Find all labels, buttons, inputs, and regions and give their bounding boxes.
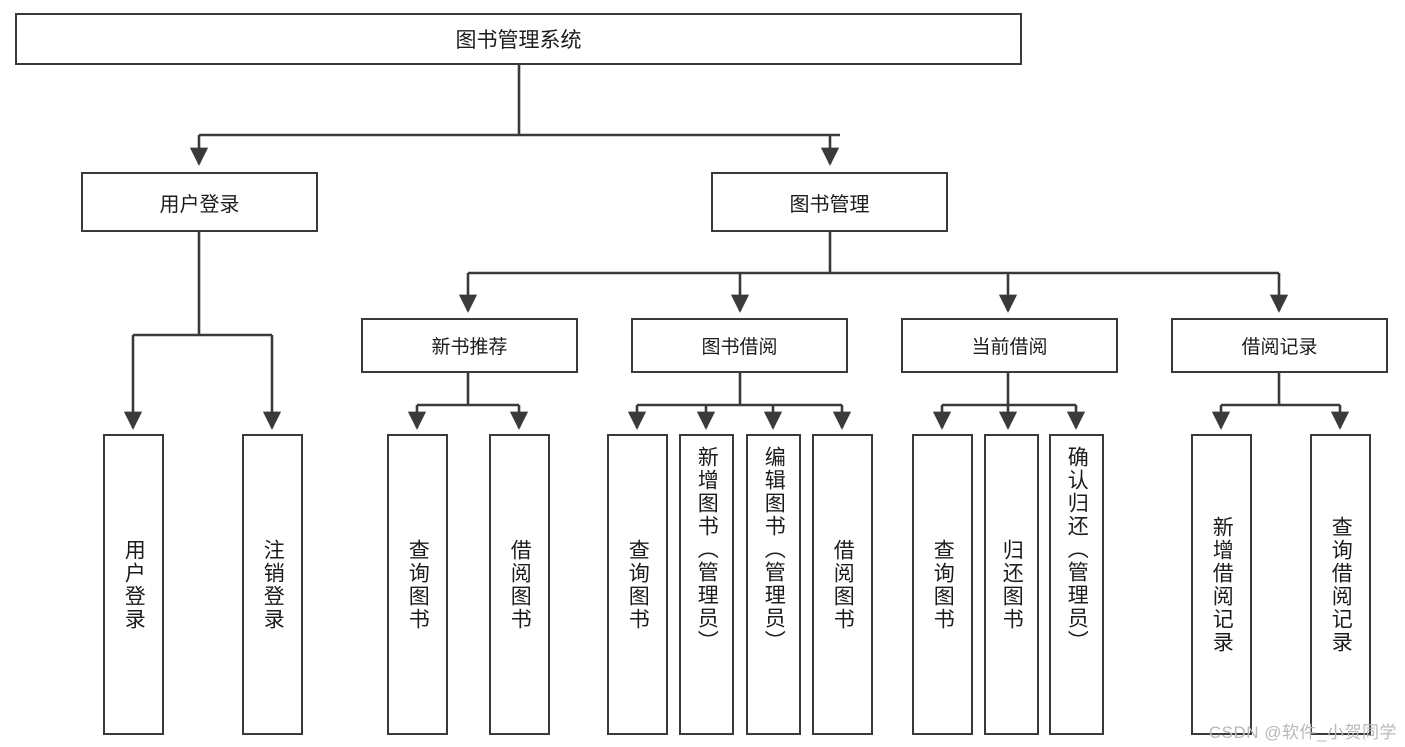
leaf-confirm-return-admin[interactable]: 确认归还（管理员） <box>1049 434 1104 735</box>
leaf-query-books-borrow[interactable]: 查询图书 <box>607 434 668 735</box>
node-borrow-records[interactable]: 借阅记录 <box>1171 318 1388 373</box>
node-label: 用户登录 <box>159 193 240 216</box>
leaf-label: 归还图书 <box>1000 538 1024 631</box>
leaf-label: 查询图书 <box>931 538 955 631</box>
leaf-add-book-admin[interactable]: 新增图书（管理员） <box>679 434 734 735</box>
leaf-return-books[interactable]: 归还图书 <box>984 434 1039 735</box>
leaf-label: 查询图书 <box>626 538 650 631</box>
leaf-label: 新增图书（管理员） <box>695 446 719 653</box>
leaf-query-borrow-record[interactable]: 查询借阅记录 <box>1310 434 1371 735</box>
leaf-label: 确认归还（管理员） <box>1065 446 1089 653</box>
node-book-borrow[interactable]: 图书借阅 <box>631 318 848 373</box>
node-book-management[interactable]: 图书管理 <box>711 172 948 232</box>
leaf-query-books-recommend[interactable]: 查询图书 <box>387 434 448 735</box>
leaf-label: 注销登录 <box>261 538 285 631</box>
node-user-login[interactable]: 用户登录 <box>81 172 318 232</box>
leaf-label: 借阅图书 <box>831 538 855 631</box>
node-label: 图书管理 <box>789 193 870 216</box>
leaf-query-books-current[interactable]: 查询图书 <box>912 434 973 735</box>
leaf-label: 用户登录 <box>122 538 146 631</box>
node-label: 借阅记录 <box>1241 337 1318 358</box>
node-label: 图书借阅 <box>701 337 778 358</box>
leaf-add-borrow-record[interactable]: 新增借阅记录 <box>1191 434 1252 735</box>
leaf-label: 查询图书 <box>406 538 430 631</box>
leaf-label: 新增借阅记录 <box>1210 515 1234 654</box>
leaf-user-logout[interactable]: 注销登录 <box>242 434 303 735</box>
leaf-label: 借阅图书 <box>508 538 532 631</box>
node-label: 图书管理系统 <box>455 29 582 52</box>
leaf-user-login[interactable]: 用户登录 <box>103 434 164 735</box>
node-label: 当前借阅 <box>971 337 1048 358</box>
leaf-label: 编辑图书（管理员） <box>762 446 786 653</box>
leaf-borrow-books[interactable]: 借阅图书 <box>812 434 873 735</box>
leaf-borrow-books-recommend[interactable]: 借阅图书 <box>489 434 550 735</box>
node-root-system[interactable]: 图书管理系统 <box>15 13 1022 65</box>
node-new-book-recommend[interactable]: 新书推荐 <box>361 318 578 373</box>
node-current-borrow[interactable]: 当前借阅 <box>901 318 1118 373</box>
node-label: 新书推荐 <box>431 337 508 358</box>
leaf-label: 查询借阅记录 <box>1329 515 1353 654</box>
watermark-text: CSDN @软件_小贺同学 <box>1208 723 1397 742</box>
leaf-edit-book-admin[interactable]: 编辑图书（管理员） <box>746 434 801 735</box>
